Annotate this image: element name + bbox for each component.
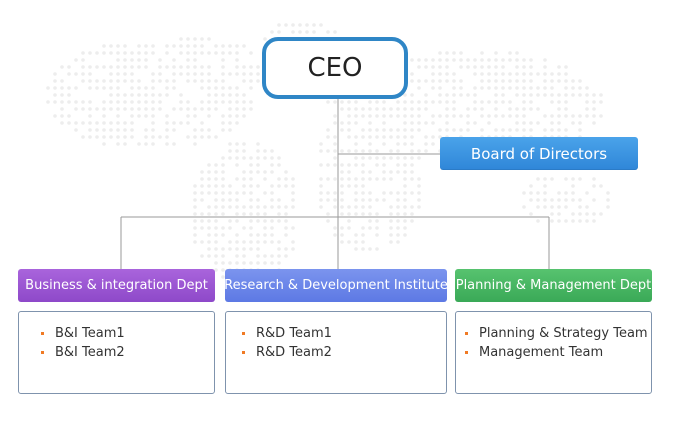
dept-label: Research & Development Institute — [224, 278, 448, 293]
bullet-icon — [242, 351, 245, 354]
team-label: Management Team — [479, 345, 604, 360]
bullet-icon — [41, 351, 44, 354]
list-item: B&I Team2 — [41, 343, 214, 362]
list-item: B&I Team1 — [41, 324, 214, 343]
team-label: B&I Team2 — [55, 345, 125, 360]
team-label: B&I Team1 — [55, 326, 125, 341]
dept-planning-management: Planning & Management Dept — [455, 269, 652, 302]
dept-research-development: Research & Development Institute — [224, 269, 448, 302]
list-item: Management Team — [465, 343, 651, 362]
board-of-directors-box: Board of Directors — [440, 137, 638, 170]
dept-label: Business & integration Dept — [25, 278, 208, 293]
ceo-label: CEO — [307, 53, 363, 83]
list-item: R&D Team2 — [242, 343, 446, 362]
bullet-icon — [242, 332, 245, 335]
board-label: Board of Directors — [470, 144, 608, 163]
bullet-icon — [41, 332, 44, 335]
dept-business-integration: Business & integration Dept — [18, 269, 215, 302]
dept-label: Planning & Management Dept — [455, 278, 652, 293]
list-item: Planning & Strategy Team — [465, 324, 651, 343]
bullet-icon — [465, 332, 468, 335]
team-label: Planning & Strategy Team — [479, 326, 648, 341]
teams-list-research-development: R&D Team1 R&D Team2 — [225, 311, 447, 394]
team-label: R&D Team2 — [256, 345, 332, 360]
ceo-box: CEO — [262, 37, 408, 99]
list-item: R&D Team1 — [242, 324, 446, 343]
teams-list-planning-management: Planning & Strategy Team Management Team — [455, 311, 652, 394]
team-label: R&D Team1 — [256, 326, 332, 341]
bullet-icon — [465, 351, 468, 354]
teams-list-business-integration: B&I Team1 B&I Team2 — [18, 311, 215, 394]
